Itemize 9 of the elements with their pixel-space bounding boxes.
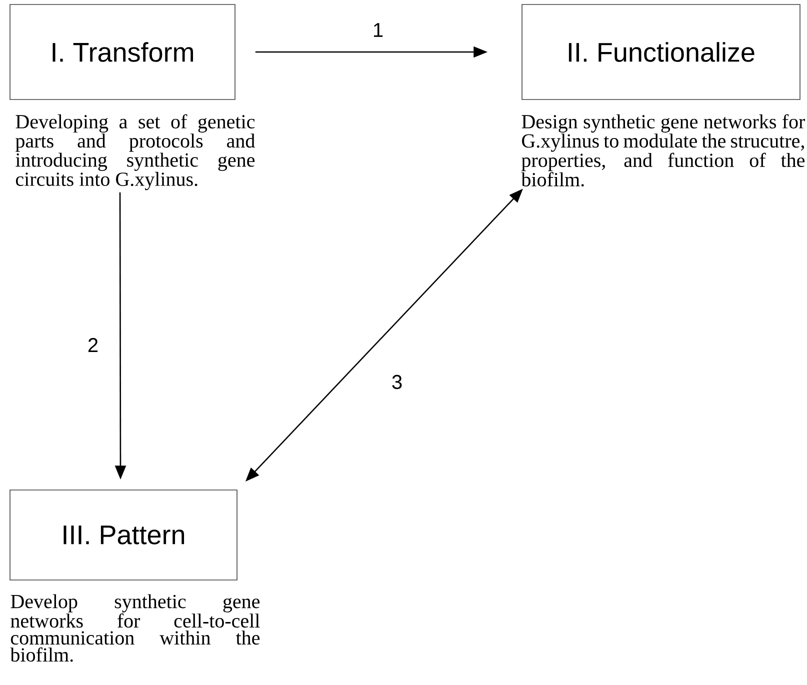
stage-description: Develop synthetic gene networks for cell-to-cell communication within the biofilm. — [10, 594, 260, 662]
stage-box: II. Functionalize — [522, 4, 800, 100]
stage-box: III. Pattern — [10, 490, 238, 580]
edge-label: 2 — [86, 337, 100, 353]
edge-label: 3 — [390, 374, 404, 390]
edge-label: 1 — [371, 22, 385, 38]
stage-description: Developing a set of genetic parts and protocols and introducing synthetic gene circuits into G.xylinus. — [16, 114, 255, 190]
stage-box: I. Transform — [10, 4, 236, 100]
stage-description: Design synthetic gene networks for G.xylinus to modulate the strucutre, properties, and function of the biofilm. — [521, 114, 806, 186]
